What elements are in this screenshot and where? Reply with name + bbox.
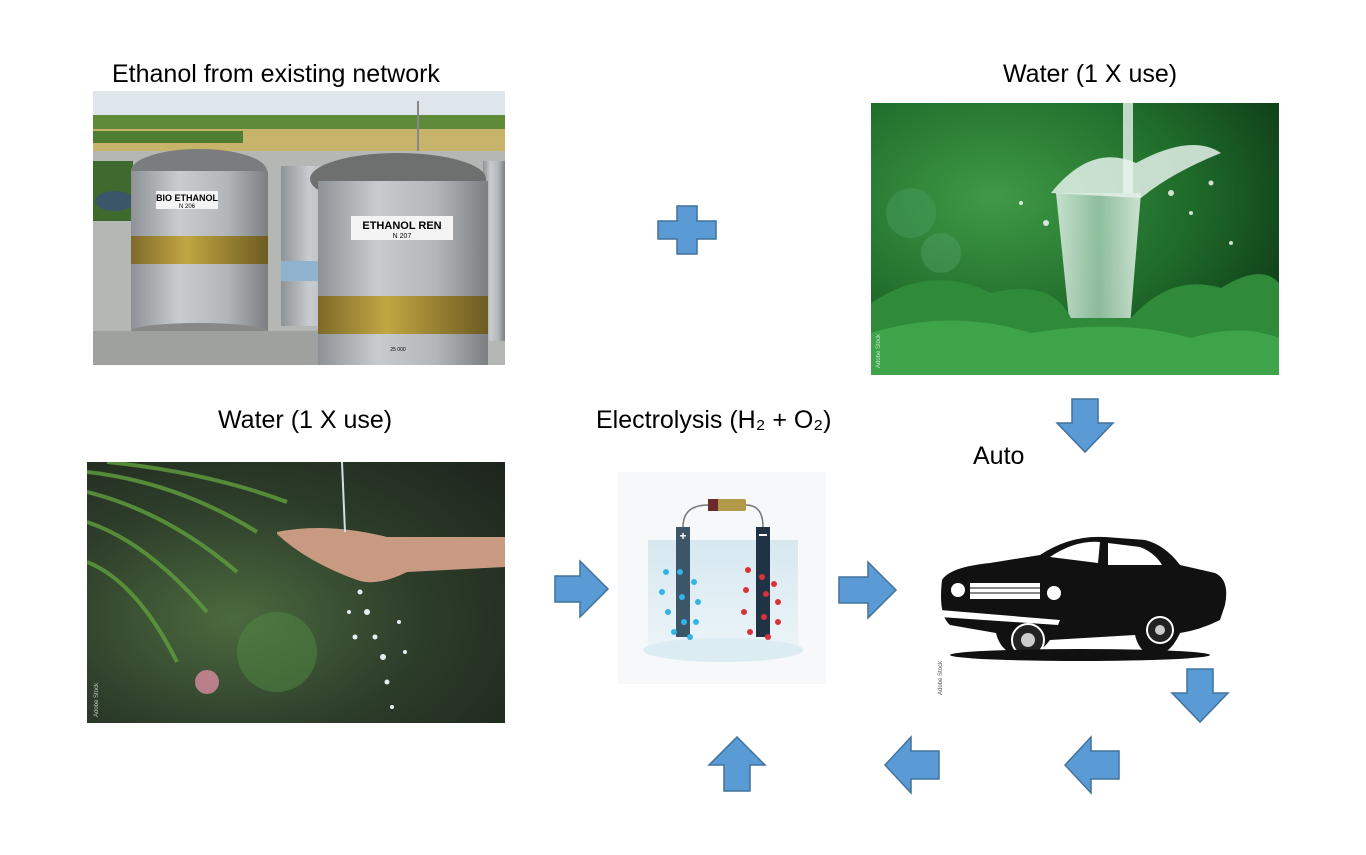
plus-icon [657, 205, 718, 255]
tank2-capacity: 25 000 [390, 347, 406, 353]
arrow-up-icon [707, 736, 767, 792]
label-electrolysis: Electrolysis (H₂ + O₂) [596, 406, 832, 434]
hand-water-image: Adobe Stock [87, 462, 505, 723]
arrow-right-icon [838, 560, 898, 620]
label-ethanol: Ethanol from existing network [112, 60, 440, 88]
ethanol-tanks-image: BIO ETHANOL N 206 ETHANOL REN N 207 25 0… [93, 91, 505, 365]
arrow-right-icon [554, 559, 610, 619]
arrow-left-icon [884, 735, 940, 795]
water-glass-image: Adobe Stock [871, 103, 1279, 375]
car-image: Adobe Stock [930, 495, 1230, 700]
arrow-down-icon [1055, 398, 1115, 454]
tank2-number: N 207 [393, 233, 412, 240]
tank1-number: N 206 [179, 204, 196, 210]
svg-text:+: + [679, 529, 686, 543]
watermark-hand-water: Adobe Stock [94, 682, 100, 717]
arrow-left-icon [1064, 735, 1120, 795]
tank2-sign: ETHANOL REN [362, 220, 441, 232]
watermark-car: Adobe Stock [938, 660, 944, 695]
tank1-sign: BIO ETHANOL [156, 193, 219, 203]
electrolysis-image: + [618, 472, 826, 684]
label-water-left: Water (1 X use) [218, 406, 393, 434]
arrow-down-icon [1170, 668, 1230, 724]
watermark-water-glass: Adobe Stock [876, 333, 882, 368]
label-auto: Auto [973, 442, 1025, 470]
label-water-top: Water (1 X use) [1003, 60, 1178, 88]
